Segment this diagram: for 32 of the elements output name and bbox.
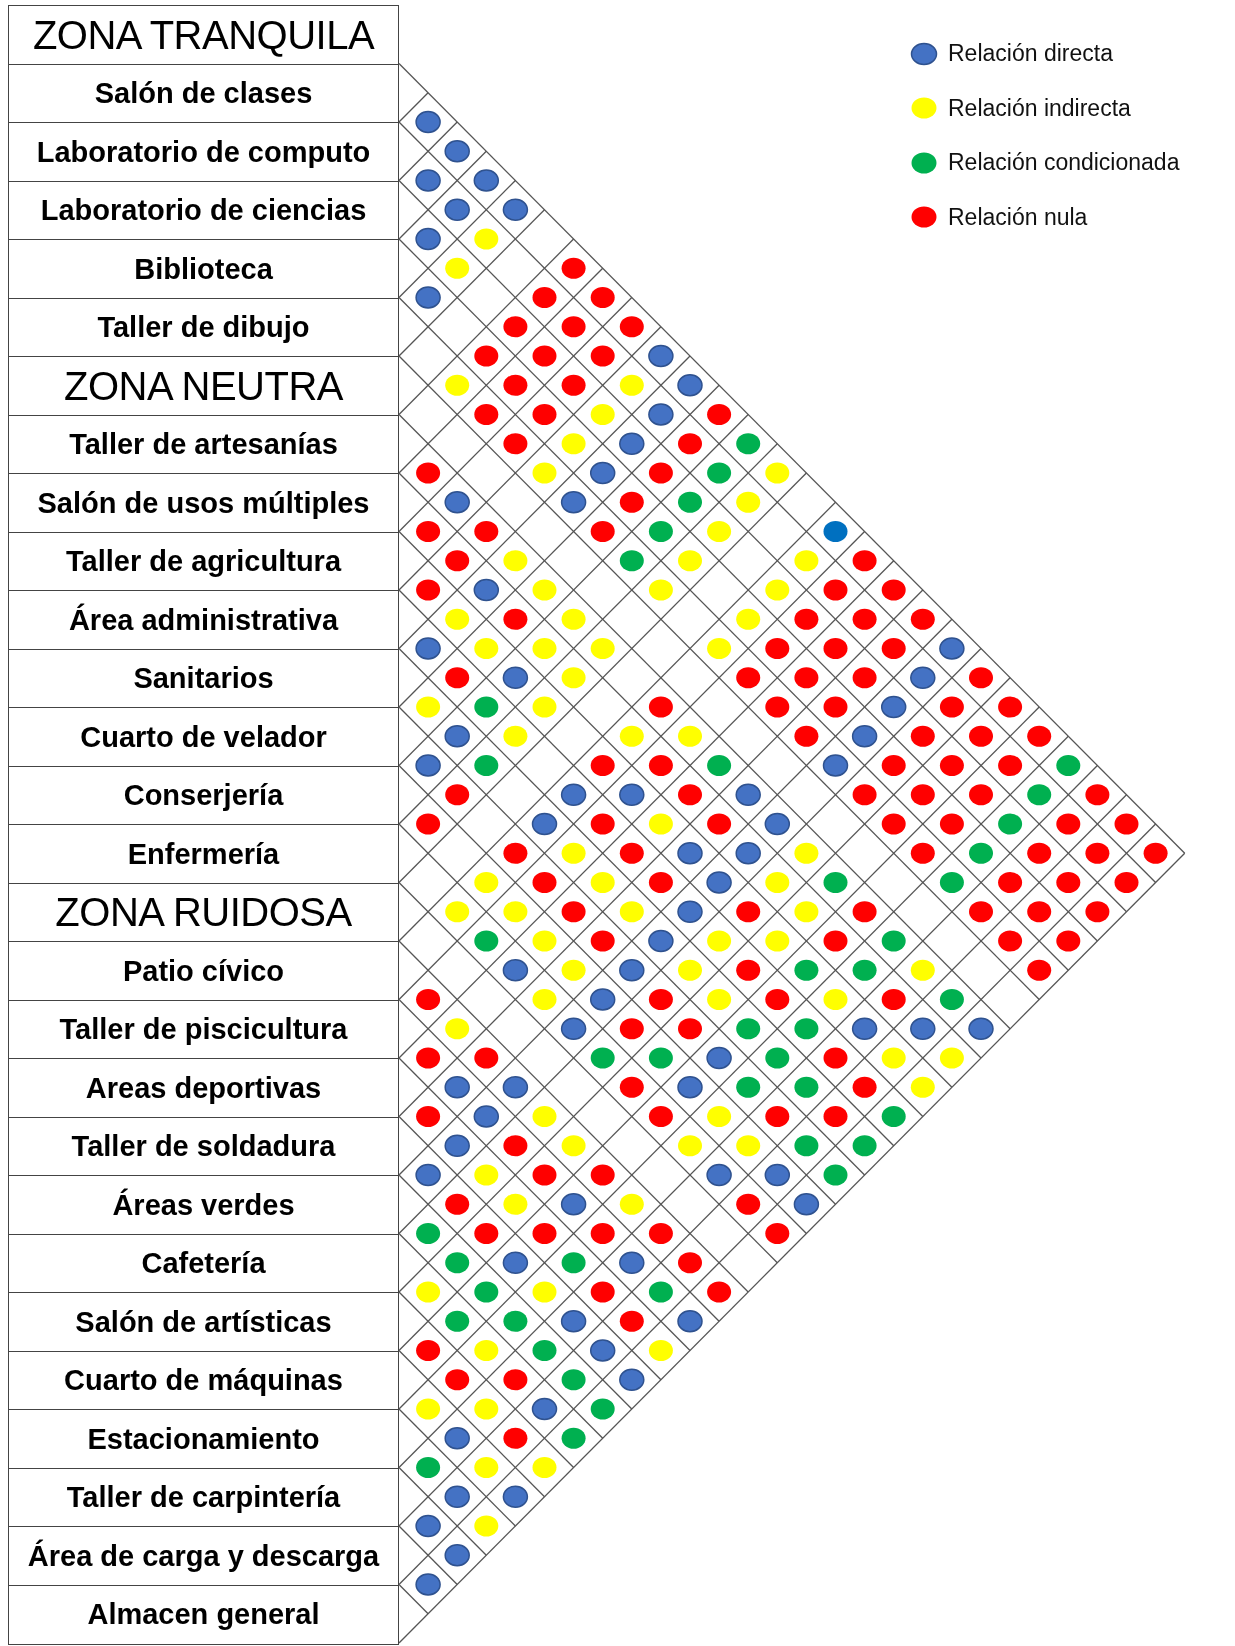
legend-label: Relación indirecta [948,94,1131,122]
space-name-cell: Estacionamiento [8,1409,399,1469]
space-name-cell: Enfermería [8,824,399,884]
legend-label: Relación nula [948,203,1088,231]
space-name-cell: Taller de piscicultura [8,999,399,1060]
space-name-cell: Taller de soldadura [8,1116,399,1177]
legend-label: Relación directa [948,40,1113,67]
zone-header-cell: ZONA NEUTRA [8,356,399,416]
space-name-cell: Laboratorio de computo [8,122,399,182]
space-name-cell: Sanitarios [8,648,399,709]
space-name-cell: Área de carga y descarga [8,1526,399,1586]
zone-header-cell: ZONA TRANQUILA [8,5,399,65]
space-name-cell: Cafetería [8,1233,399,1294]
space-name-cell: Salón de usos múltiples [8,473,399,533]
space-name-cell: Área administrativa [8,590,399,650]
space-name-cell: Cuarto de velador [8,707,399,767]
space-name-cell: Areas deportivas [8,1058,399,1118]
space-name-cell: Taller de carpintería [8,1467,399,1528]
zone-header-cell: ZONA RUIDOSA [8,882,399,943]
space-name-cell: Laboratorio de ciencias [8,180,399,241]
space-name-cell: Taller de agricultura [8,531,399,592]
space-name-cell: Almacen general [8,1584,399,1645]
space-name-cell: Taller de artesanías [8,414,399,475]
space-name-cell: Patio cívico [8,941,399,1001]
space-name-cell: Áreas verdes [8,1175,399,1235]
space-name-cell: Biblioteca [8,239,399,299]
legend-label: Relación condicionada [948,149,1180,176]
space-name-cell: Salón de artísticas [8,1292,399,1352]
space-name-cell: Cuarto de máquinas [8,1350,399,1411]
space-name-cell: Taller de dibujo [8,297,399,358]
space-name-cell: Salón de clases [8,63,399,124]
space-name-cell: Conserjería [8,765,399,826]
